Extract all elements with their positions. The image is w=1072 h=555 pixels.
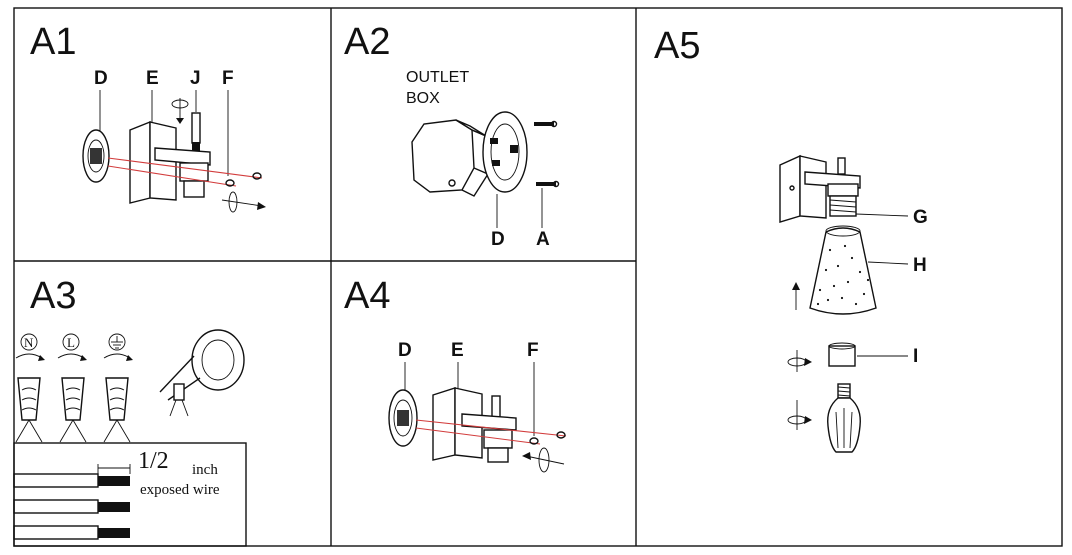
wire-nut-icon — [15, 377, 43, 443]
label-f: F — [222, 68, 234, 89]
wall-plate — [129, 120, 177, 204]
svg-text:L: L — [67, 335, 75, 350]
fraction-label: 1/2 — [138, 448, 169, 474]
label-j: J — [190, 68, 201, 89]
wire-strip — [13, 525, 130, 540]
electrical-tape-icon — [159, 329, 245, 417]
mounting-plate — [482, 111, 528, 193]
panel-a1-title: A1 — [30, 21, 76, 63]
outlet-box-label-line1: OUTLET — [406, 69, 469, 86]
terminal-live: L — [57, 333, 87, 361]
exposed-wire-label: exposed wire — [140, 482, 220, 498]
panel-a3: A3 N L — [13, 275, 247, 547]
unit-label: inch — [192, 462, 218, 478]
rotate-arrow-icon — [787, 400, 812, 430]
svg-text:N: N — [24, 335, 34, 350]
label-d: D — [398, 340, 412, 361]
panel-a1: A1 D E J F — [30, 21, 266, 213]
panel-a2: A2 OUTLET BOX D A — [344, 21, 560, 250]
label-f: F — [527, 340, 539, 361]
label-d: D — [94, 68, 108, 89]
label-d: D — [491, 229, 505, 250]
panel-a5: A5 G H I — [654, 25, 928, 453]
panel-grid — [13, 7, 1063, 547]
label-e: E — [451, 340, 464, 361]
up-arrow-icon — [792, 282, 800, 310]
terminal-neutral: N — [15, 333, 45, 361]
rotate-arrow-icon — [787, 350, 812, 372]
glass-shade — [809, 225, 909, 315]
label-a: A — [536, 229, 550, 250]
label-g: G — [913, 207, 928, 228]
outlet-box — [411, 119, 489, 197]
rotate-arrow-icon — [522, 447, 565, 473]
screw — [536, 180, 560, 188]
wire-nut-icon — [103, 377, 131, 443]
panel-a4-title: A4 — [344, 275, 390, 317]
shade-ring — [828, 342, 908, 367]
label-h: H — [913, 255, 927, 276]
wire-strip — [13, 473, 130, 488]
panel-a4: A4 D E F — [344, 275, 567, 473]
mounting-plate — [388, 389, 418, 447]
label-i: I — [913, 346, 918, 367]
mounting-plate — [82, 129, 110, 183]
fixture-body — [779, 154, 861, 223]
wire-nut-icon — [59, 377, 87, 443]
socket-thread — [829, 195, 909, 217]
rotate-arrow-icon — [171, 98, 189, 124]
screw — [534, 120, 558, 128]
lamp-arm — [154, 112, 211, 198]
rotate-arrow-icon — [221, 191, 266, 213]
exposed-wire-box: 1/2 inch exposed wire — [13, 442, 247, 547]
panel-a5-title: A5 — [654, 25, 700, 67]
panel-a2-title: A2 — [344, 21, 390, 63]
wire-strip — [13, 499, 130, 514]
outlet-box-label-line2: BOX — [406, 90, 440, 107]
light-bulb-icon — [827, 383, 861, 453]
ground-icon — [103, 333, 133, 361]
panel-a3-title: A3 — [30, 275, 76, 317]
label-e: E — [146, 68, 159, 89]
